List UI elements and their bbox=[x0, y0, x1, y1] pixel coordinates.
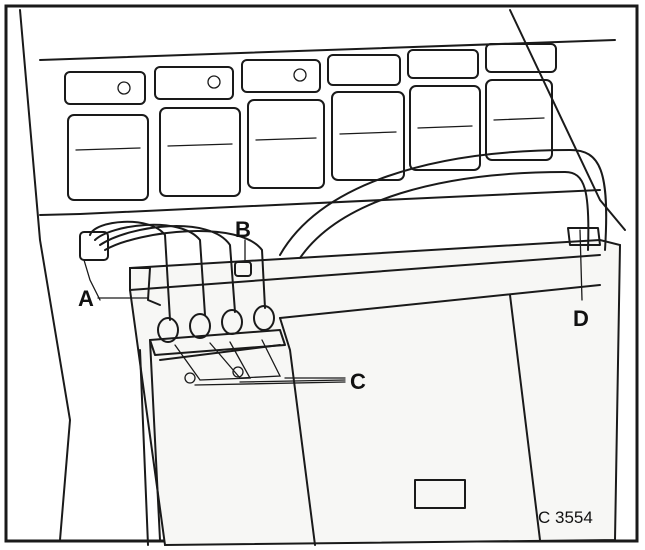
label-c: C bbox=[350, 369, 366, 394]
figure-code: C 3554 bbox=[538, 508, 593, 527]
label-d: D bbox=[573, 306, 589, 331]
connector-plugs bbox=[157, 305, 275, 343]
carry-handle-d bbox=[279, 149, 608, 259]
leader-lines bbox=[97, 229, 583, 386]
connector-slots bbox=[139, 329, 286, 546]
cable-harness bbox=[79, 220, 266, 321]
clip-b bbox=[234, 261, 252, 277]
label-b: B bbox=[235, 217, 251, 242]
dashboard bbox=[19, 9, 626, 541]
label-a: A bbox=[78, 286, 94, 311]
